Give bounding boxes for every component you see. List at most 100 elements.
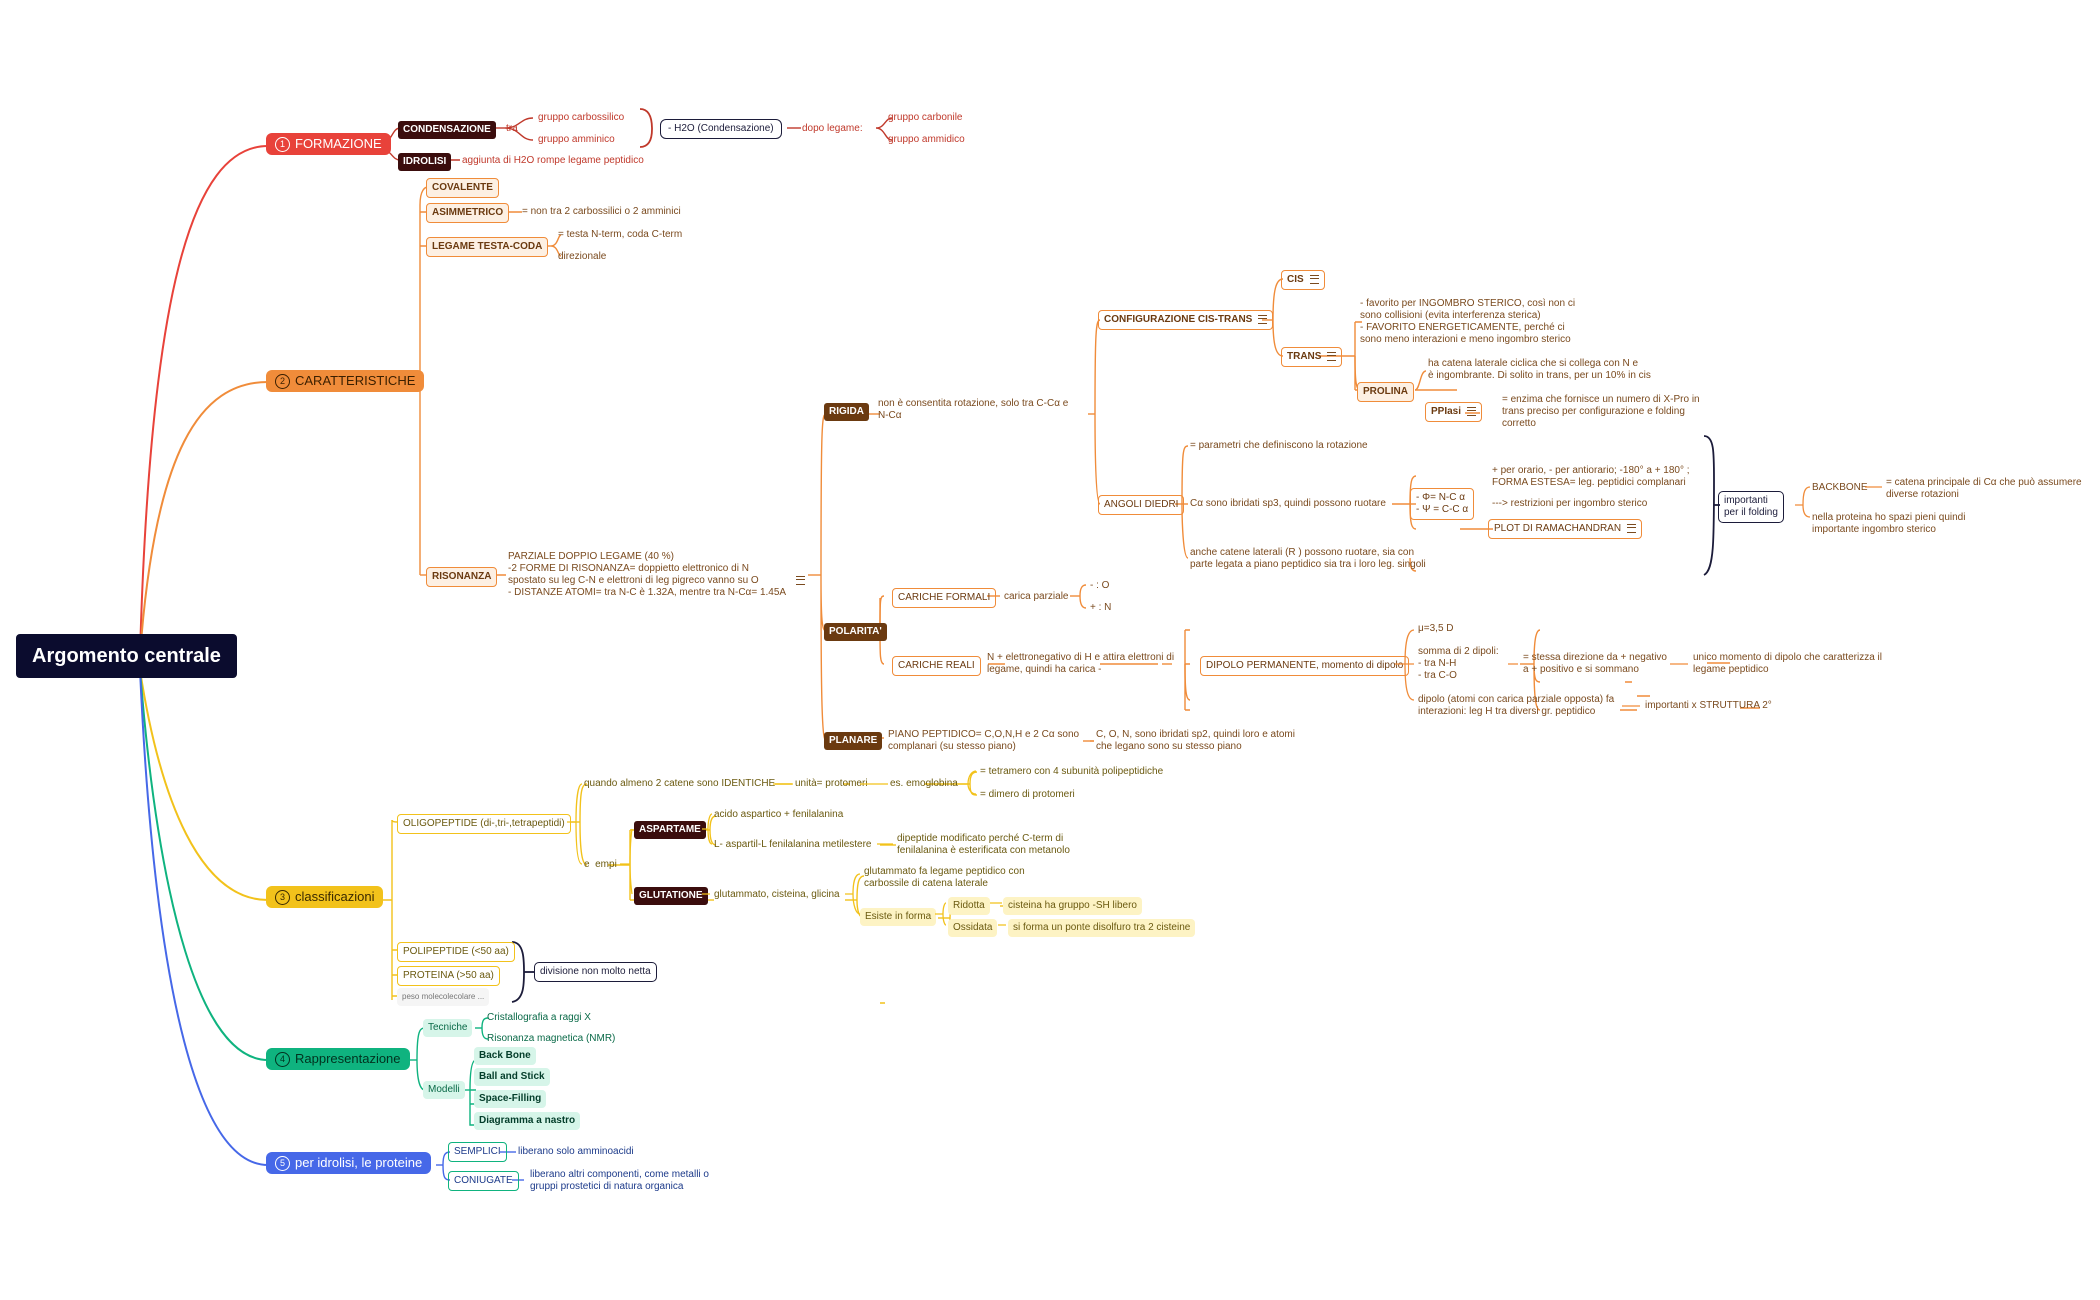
modello-space-filling[interactable]: Space-Filling — [474, 1090, 547, 1108]
glutatione-1: glutammato, cisteina, glicina — [714, 889, 840, 900]
semplici-desc: liberano solo amminoacidi — [518, 1146, 634, 1157]
node-aspartame[interactable]: ASPARTAME — [634, 821, 706, 839]
orario-desc: + per orario, - per antiorario; -180° a … — [1492, 465, 1690, 488]
node-dipolo-permanente[interactable]: DIPOLO PERMANENTE, momento di dipolo — [1200, 656, 1410, 676]
node-angoli-diedri[interactable]: ANGOLI DIEDRI — [1098, 495, 1185, 515]
node-covalente[interactable]: COVALENTE — [426, 178, 499, 198]
node-amminico[interactable]: gruppo amminico — [538, 134, 615, 145]
node-plot-ramachandran[interactable]: PLOT DI RAMACHANDRAN — [1488, 519, 1643, 539]
carica-parziale: carica parziale — [1004, 591, 1069, 602]
node-ppiasi[interactable]: PPIasi — [1425, 402, 1483, 422]
node-rigida[interactable]: RIGIDA — [824, 403, 869, 421]
node-testa-coda[interactable]: LEGAME TESTA-CODA — [426, 237, 549, 257]
node-carbossilico[interactable]: gruppo carbossilico — [538, 112, 625, 123]
node-esiste-forma[interactable]: Esiste in forma — [860, 908, 937, 926]
node-backbone[interactable]: BACKBONE — [1812, 482, 1868, 493]
node-planare[interactable]: PLANARE — [824, 732, 883, 750]
number-badge: 5 — [275, 1156, 290, 1172]
quando-identiche: quando almeno 2 catene sono IDENTICHE — [584, 778, 776, 789]
node-cis[interactable]: CIS — [1281, 270, 1325, 290]
restrizioni-desc: ---> restrizioni per ingombro sterico — [1492, 498, 1648, 509]
dipolo-atomi: dipolo (atomi con carica parziale oppost… — [1418, 694, 1615, 717]
node-idrolisi[interactable]: IDROLISI — [398, 153, 452, 171]
node-trans[interactable]: TRANS — [1281, 347, 1343, 367]
dimero: = dimero di protomeri — [980, 789, 1075, 800]
node-prolina[interactable]: PROLINA — [1357, 382, 1414, 402]
node-cariche-formali[interactable]: CARICHE FORMALI — [892, 588, 997, 608]
es-emoglobina: es. emoglobina — [890, 778, 958, 789]
root-topic[interactable]: Argomento centrale — [16, 634, 237, 678]
label: PLOT DI RAMACHANDRAN — [1494, 523, 1622, 534]
rigida-desc: non è consentita rotazione, solo tra C-C… — [878, 398, 1069, 421]
node-coniugate[interactable]: CONIUGATE — [448, 1171, 519, 1191]
trans-desc: - favorito per INGOMBRO STERICO, così no… — [1360, 298, 1576, 345]
aspartame-1: acido aspartico + fenilalanina — [714, 809, 844, 820]
notes-icon[interactable] — [1258, 314, 1268, 324]
idrolisi-desc: aggiunta di H2O rompe legame peptidico — [462, 155, 644, 166]
label: PPIasi — [1431, 406, 1462, 417]
tecnica-nmr[interactable]: Risonanza magnetica (NMR) — [487, 1033, 616, 1044]
node-phi-psi[interactable]: - Φ= N-C α - Ψ = C-C α — [1410, 488, 1475, 520]
modello-ball-stick[interactable]: Ball and Stick — [474, 1068, 550, 1086]
risonanza-desc: PARZIALE DOPPIO LEGAME (40 %) -2 FORME D… — [508, 551, 787, 598]
node-h2o[interactable]: - H2O (Condensazione) — [660, 119, 782, 139]
node-importanti-folding[interactable]: importanti per il folding — [1718, 491, 1784, 523]
node-config-cis-trans[interactable]: CONFIGURAZIONE CIS-TRANS — [1098, 310, 1274, 330]
planare-2: C, O, N, sono ibridati sp2, quindi loro … — [1096, 729, 1295, 752]
unico-momento: unico momento di dipolo che caratterizza… — [1693, 652, 1882, 675]
node-tecniche[interactable]: Tecniche — [423, 1019, 473, 1037]
angoli-1: = parametri che definiscono la rotazione — [1190, 440, 1368, 451]
node-peso-molecolare[interactable]: peso molecolecolare ... — [397, 988, 490, 1006]
node-condensazione[interactable]: CONDENSAZIONE — [398, 121, 496, 139]
label: TRANS — [1287, 351, 1322, 362]
backbone-desc: = catena principale di Cα che può assume… — [1886, 477, 2082, 500]
modello-back-bone[interactable]: Back Bone — [474, 1047, 536, 1065]
node-ridotta[interactable]: Ridotta — [948, 897, 990, 915]
modello-nastro[interactable]: Diagramma a nastro — [474, 1112, 581, 1130]
node-ossidata[interactable]: Ossidata — [948, 919, 998, 937]
coniugate-desc: liberano altri componenti, come metalli … — [530, 1169, 709, 1192]
node-risonanza[interactable]: RISONANZA — [426, 567, 498, 587]
notes-icon[interactable] — [1627, 523, 1637, 533]
node-polipeptide[interactable]: POLIPEPTIDE (<50 aa) — [397, 942, 515, 962]
prolina-desc: ha catena laterale ciclica che si colleg… — [1428, 358, 1651, 381]
notes-icon[interactable] — [796, 576, 805, 586]
notes-icon[interactable] — [1467, 406, 1477, 416]
notes-icon[interactable] — [1309, 274, 1319, 284]
node-oligopeptide[interactable]: OLIGOPEPTIDE (di-,tri-,tetrapeptidi) — [397, 814, 571, 834]
node-asimmetrico[interactable]: ASIMMETRICO — [426, 203, 510, 223]
branch-title: FORMAZIONE — [295, 136, 382, 151]
label: CONFIGURAZIONE CIS-TRANS — [1104, 314, 1253, 325]
cariche-reali-desc: N + elettronegativo di H e attira elettr… — [987, 652, 1175, 675]
label-dopo-legame: dopo legame: — [802, 123, 863, 134]
glutatione-2: glutammato fa legame peptidico con carbo… — [864, 866, 1025, 889]
aspartame-2: L- aspartil-L fenilalanina metilestere — [714, 839, 872, 850]
node-semplici[interactable]: SEMPLICI — [448, 1142, 507, 1162]
tetramero: = tetramero con 4 subunità polipeptidich… — [980, 766, 1164, 777]
tecnica-cristallografia[interactable]: Cristallografia a raggi X — [487, 1012, 591, 1023]
branch-title: per idrolisi, le proteine — [295, 1155, 423, 1170]
node-cariche-reali[interactable]: CARICHE REALI — [892, 656, 981, 676]
mu-value: μ=3,5 D — [1418, 623, 1454, 634]
testa-coda-2: direzionale — [558, 251, 607, 262]
node-ammidico[interactable]: gruppo ammidico — [888, 134, 965, 145]
label-tra: tra — [506, 123, 518, 134]
ppiasi-desc: = enzima che fornisce un numero di X-Pro… — [1502, 394, 1700, 429]
carica-o: - : O — [1090, 580, 1110, 591]
notes-icon[interactable] — [1327, 351, 1337, 361]
testa-coda-1: = testa N-term, coda C-term — [558, 229, 683, 240]
node-polarita[interactable]: POLARITA' — [824, 623, 887, 641]
node-carbonile[interactable]: gruppo carbonile — [888, 112, 963, 123]
node-divisione[interactable]: divisione non molto netta — [534, 962, 657, 982]
angoli-3: anche catene laterali (R ) possono ruota… — [1190, 547, 1426, 570]
node-modelli[interactable]: Modelli — [423, 1081, 465, 1099]
node-proteina[interactable]: PROTEINA (>50 aa) — [397, 966, 500, 986]
node-glutatione[interactable]: GLUTATIONE — [634, 887, 708, 905]
branch-idrolisi-proteine[interactable]: 5 per idrolisi, le proteine — [266, 1152, 432, 1174]
stessa-direzione: = stessa direzione da + negativo a + pos… — [1523, 652, 1667, 675]
ossidata-desc: si forma un ponte disolfuro tra 2 cistei… — [1008, 919, 1196, 937]
